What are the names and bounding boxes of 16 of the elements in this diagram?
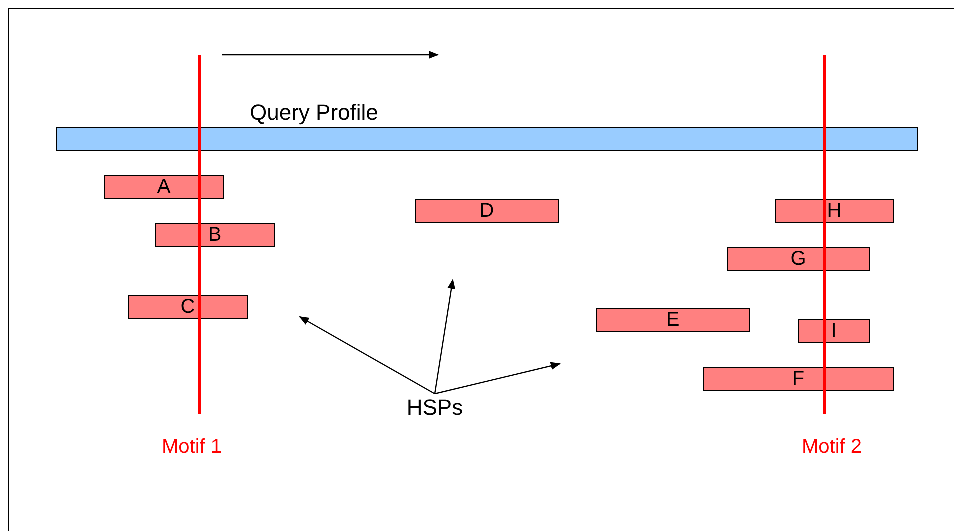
bar-label: Query Profile	[250, 100, 378, 126]
motif-label: Motif 1	[160, 435, 224, 459]
hsp-bar: H	[775, 199, 894, 223]
hsp-bar: F	[703, 367, 894, 391]
hsp-bar: C	[128, 295, 248, 319]
hsp-bar: I	[798, 319, 870, 343]
arrow	[434, 362, 561, 395]
arrow	[299, 316, 436, 395]
hsp-bar: E	[596, 308, 750, 332]
hsp-bar: B	[155, 223, 275, 247]
hsp-bar: G	[727, 247, 870, 271]
motif-label: Motif 2	[800, 435, 864, 459]
arrow	[434, 279, 456, 394]
hsp-bar: A	[104, 175, 224, 199]
hsp-bar: D	[415, 199, 559, 223]
callout-text: HSPs	[395, 395, 475, 421]
